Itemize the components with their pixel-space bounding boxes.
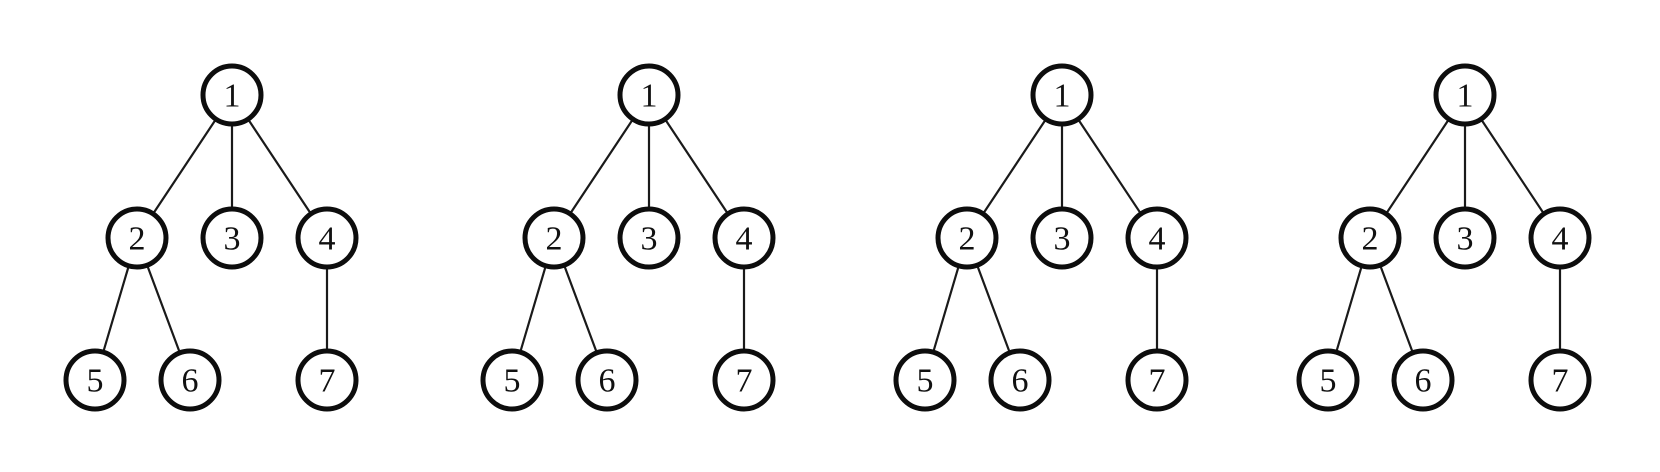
- tree-node-1[interactable]: 1: [200, 63, 264, 127]
- tree-node-3[interactable]: 3: [200, 206, 264, 270]
- node-circle-6[interactable]: [575, 348, 639, 412]
- node-circle-5[interactable]: [63, 348, 127, 412]
- tree-node-6[interactable]: 6: [575, 348, 639, 412]
- tree-node-1[interactable]: 1: [1433, 63, 1497, 127]
- tree-node-4[interactable]: 4: [1125, 206, 1189, 270]
- tree-node-1[interactable]: 1: [1030, 63, 1094, 127]
- node-label-3: 3: [641, 221, 658, 258]
- tree-node-5[interactable]: 5: [480, 348, 544, 412]
- tree-node-6[interactable]: 6: [158, 348, 222, 412]
- node-circle-2[interactable]: [1338, 206, 1402, 270]
- node-label-3: 3: [1457, 221, 1474, 258]
- node-circle-3[interactable]: [1030, 206, 1094, 270]
- node-label-6: 6: [1415, 363, 1432, 400]
- tree-node-5[interactable]: 5: [1296, 348, 1360, 412]
- tree-node-6[interactable]: 6: [988, 348, 1052, 412]
- node-label-1: 1: [224, 78, 241, 115]
- node-label-4: 4: [319, 221, 336, 258]
- node-circle-1[interactable]: [617, 63, 681, 127]
- node-label-5: 5: [87, 363, 104, 400]
- node-label-4: 4: [1149, 221, 1166, 258]
- node-label-4: 4: [736, 221, 753, 258]
- tree-node-5[interactable]: 5: [893, 348, 957, 412]
- panel-4: 1 2 3 4 5 6 7: [1233, 0, 1648, 472]
- node-label-2: 2: [1362, 221, 1379, 258]
- node-label-7: 7: [736, 363, 753, 400]
- node-label-2: 2: [959, 221, 976, 258]
- node-circle-5[interactable]: [893, 348, 957, 412]
- node-label-6: 6: [1012, 363, 1029, 400]
- node-circle-4[interactable]: [1125, 206, 1189, 270]
- tree-node-7[interactable]: 7: [712, 348, 776, 412]
- node-label-3: 3: [1054, 221, 1071, 258]
- node-circle-5[interactable]: [480, 348, 544, 412]
- panel-1: 1 2 3 4 5 6 7: [0, 0, 415, 472]
- node-circle-5[interactable]: [1296, 348, 1360, 412]
- node-label-2: 2: [546, 221, 563, 258]
- node-label-1: 1: [641, 78, 658, 115]
- tree-node-1[interactable]: 1: [617, 63, 681, 127]
- node-circle-7[interactable]: [1125, 348, 1189, 412]
- tree-node-3[interactable]: 3: [1433, 206, 1497, 270]
- node-label-1: 1: [1054, 78, 1071, 115]
- node-circle-1[interactable]: [1433, 63, 1497, 127]
- node-label-6: 6: [599, 363, 616, 400]
- tree-node-4[interactable]: 4: [1528, 206, 1592, 270]
- node-circle-4[interactable]: [295, 206, 359, 270]
- node-label-7: 7: [1552, 363, 1569, 400]
- node-label-1: 1: [1457, 78, 1474, 115]
- panel-2-canvas: 1 2 3 4 5 6 7: [480, 63, 776, 412]
- tree-node-7[interactable]: 7: [295, 348, 359, 412]
- node-circle-6[interactable]: [988, 348, 1052, 412]
- node-label-7: 7: [1149, 363, 1166, 400]
- node-circle-7[interactable]: [1528, 348, 1592, 412]
- node-label-7: 7: [319, 363, 336, 400]
- node-label-3: 3: [224, 221, 241, 258]
- node-circle-3[interactable]: [617, 206, 681, 270]
- tree-node-3[interactable]: 3: [617, 206, 681, 270]
- tree-node-2[interactable]: 2: [1338, 206, 1402, 270]
- node-circle-6[interactable]: [1391, 348, 1455, 412]
- tree-node-3[interactable]: 3: [1030, 206, 1094, 270]
- node-circle-3[interactable]: [1433, 206, 1497, 270]
- panel-3: 1 2 3 4 5 6 7: [830, 0, 1245, 472]
- panel-2: 1 2 3 4 5 6 7: [417, 0, 832, 472]
- node-circle-7[interactable]: [712, 348, 776, 412]
- tree-node-7[interactable]: 7: [1528, 348, 1592, 412]
- node-label-4: 4: [1552, 221, 1569, 258]
- node-circle-4[interactable]: [1528, 206, 1592, 270]
- node-circle-7[interactable]: [295, 348, 359, 412]
- tree-node-7[interactable]: 7: [1125, 348, 1189, 412]
- tree-node-2[interactable]: 2: [105, 206, 169, 270]
- node-label-6: 6: [182, 363, 199, 400]
- node-circle-2[interactable]: [935, 206, 999, 270]
- node-label-5: 5: [1320, 363, 1337, 400]
- node-circle-2[interactable]: [522, 206, 586, 270]
- node-label-5: 5: [917, 363, 934, 400]
- tree-node-2[interactable]: 2: [935, 206, 999, 270]
- panel-3-canvas: 1 2 3 4 5 6 7: [893, 63, 1189, 412]
- tree-node-2[interactable]: 2: [522, 206, 586, 270]
- tree-node-5[interactable]: 5: [63, 348, 127, 412]
- node-circle-3[interactable]: [200, 206, 264, 270]
- node-circle-4[interactable]: [712, 206, 776, 270]
- node-circle-2[interactable]: [105, 206, 169, 270]
- node-circle-6[interactable]: [158, 348, 222, 412]
- node-label-5: 5: [504, 363, 521, 400]
- tree-node-4[interactable]: 4: [295, 206, 359, 270]
- node-circle-1[interactable]: [200, 63, 264, 127]
- panel-1-canvas: 1 2 3 4 5 6 7: [63, 63, 359, 412]
- tree-node-6[interactable]: 6: [1391, 348, 1455, 412]
- panel-4-canvas: 1 2 3 4 5 6 7: [1296, 63, 1592, 412]
- node-label-2: 2: [129, 221, 146, 258]
- node-circle-1[interactable]: [1030, 63, 1094, 127]
- tree-node-4[interactable]: 4: [712, 206, 776, 270]
